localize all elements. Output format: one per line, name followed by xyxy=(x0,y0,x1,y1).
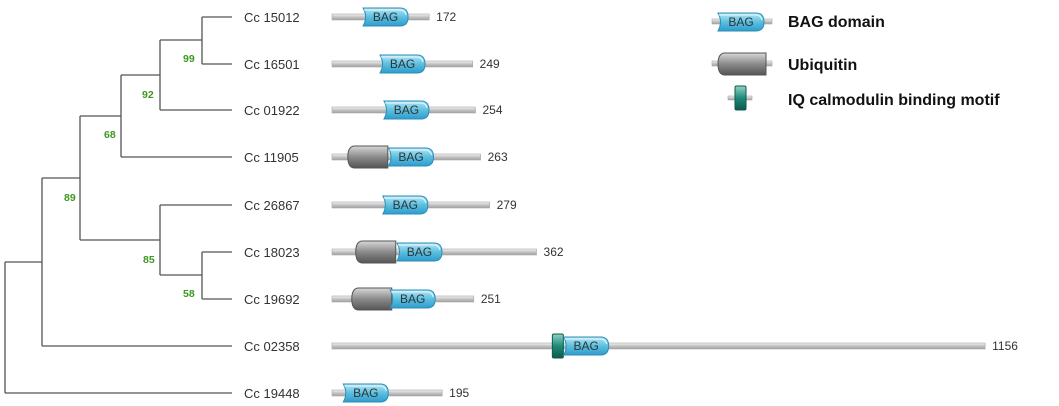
leaf-labels: Cc 15012 Cc 16501 Cc 01922 Cc 11905 Cc 2… xyxy=(244,10,300,401)
bag-domain-label: BAG xyxy=(393,198,418,212)
clade-92 xyxy=(121,40,161,110)
bag-domain-label: BAG xyxy=(398,150,423,164)
clade-root-inner xyxy=(5,178,43,346)
bag-domain-label: BAG xyxy=(400,292,425,306)
bag-domain-label: BAG xyxy=(390,57,415,71)
leaf-label: Cc 01922 xyxy=(244,103,300,118)
bag-domain-highlight xyxy=(381,56,424,63)
clade-89 xyxy=(42,116,81,240)
protein-length-label: 251 xyxy=(481,292,501,306)
legend-bag-icon xyxy=(717,12,765,32)
protein-track: BAG 263 xyxy=(331,145,508,169)
protein-length-label: 254 xyxy=(483,103,503,117)
bag-domain-highlight xyxy=(383,197,427,204)
bag-domain-label: BAG xyxy=(728,15,753,29)
protein-track: BAG 254 xyxy=(331,100,503,120)
leaf-label: Cc 11905 xyxy=(244,150,299,165)
bag-domain-highlight xyxy=(344,385,387,392)
legend: BAG BAG domain Ubiquitin IQ calmodulin b… xyxy=(711,12,1000,111)
bag-domain xyxy=(562,336,610,356)
protein-track: BAG 279 xyxy=(331,195,517,215)
legend-label-ubiquitin: Ubiquitin xyxy=(788,57,857,74)
protein-length-label: 279 xyxy=(497,198,517,212)
legend-label-iq: IQ calmodulin binding motif xyxy=(788,92,1000,109)
clade-99 xyxy=(160,17,203,64)
bootstrap-label: 58 xyxy=(183,288,195,300)
bag-domain xyxy=(342,383,389,403)
protein-backbone xyxy=(331,342,986,350)
ubiquitin-domain xyxy=(355,240,397,264)
bag-domain-label: BAG xyxy=(394,103,419,117)
bag-domain xyxy=(379,54,426,74)
bag-domain-highlight xyxy=(384,102,428,109)
clade-68 xyxy=(80,75,122,157)
protein-track: BAG 251 xyxy=(331,287,501,311)
bag-domain-highlight xyxy=(391,291,434,298)
phylogenetic-tree xyxy=(4,16,232,394)
bag-domain-highlight xyxy=(389,149,432,156)
legend-label-bag: BAG domain xyxy=(788,14,885,31)
bag-domain-label: BAG xyxy=(353,386,378,400)
leaf-label: Cc 19448 xyxy=(244,386,300,401)
bag-domain-label: BAG xyxy=(573,339,598,353)
leaf-label: Cc 18023 xyxy=(244,245,300,260)
bag-domain-highlight xyxy=(719,14,763,21)
bag-domain xyxy=(396,242,443,262)
protein-length-label: 172 xyxy=(436,10,456,24)
iq-motif xyxy=(551,333,564,359)
protein-length-label: 362 xyxy=(544,245,564,259)
ubiquitin-domain xyxy=(347,145,389,169)
protein-track: BAG 362 xyxy=(331,240,564,264)
protein-length-label: 1156 xyxy=(992,339,1018,353)
clade-58 xyxy=(160,252,203,299)
ubiquitin-domain xyxy=(351,287,393,311)
bootstrap-values: 99 92 68 89 85 58 xyxy=(64,53,195,300)
protein-length-label: 249 xyxy=(480,57,500,71)
bag-domain xyxy=(382,195,429,215)
legend-icons: BAG xyxy=(711,12,773,111)
leaf-label: Cc 15012 xyxy=(244,10,300,25)
bag-domain-highlight xyxy=(364,9,407,16)
protein-track: BAG 172 xyxy=(331,7,457,27)
legend-ubiquitin-icon xyxy=(717,52,767,76)
leaf-label: Cc 19692 xyxy=(244,292,300,307)
bag-domain-highlight xyxy=(564,338,608,345)
bag-domain xyxy=(383,100,430,120)
bag-domain xyxy=(389,289,436,309)
legend-iq-icon xyxy=(734,85,747,111)
bootstrap-label: 85 xyxy=(143,254,155,266)
bag-domain xyxy=(362,7,409,27)
bag-domain xyxy=(387,147,435,167)
bootstrap-label: 89 xyxy=(64,192,76,204)
bag-domain-highlight xyxy=(397,244,441,251)
protein-track: BAG 249 xyxy=(331,54,500,74)
bootstrap-label: 99 xyxy=(183,53,195,65)
leaf-label: Cc 02358 xyxy=(244,339,300,354)
clade-85 xyxy=(80,205,161,275)
leaf-label: Cc 16501 xyxy=(244,57,300,72)
leaf-label: Cc 26867 xyxy=(244,198,300,213)
bag-domain-label: BAG xyxy=(407,245,432,259)
protein-track: BAG 195 xyxy=(331,383,470,403)
protein-track: BAG 1156 xyxy=(331,333,1018,359)
bootstrap-label: 92 xyxy=(142,89,154,101)
bootstrap-label: 68 xyxy=(104,129,116,141)
bag-domain-label: BAG xyxy=(373,10,398,24)
protein-length-label: 195 xyxy=(449,386,469,400)
protein-length-label: 263 xyxy=(488,150,508,164)
